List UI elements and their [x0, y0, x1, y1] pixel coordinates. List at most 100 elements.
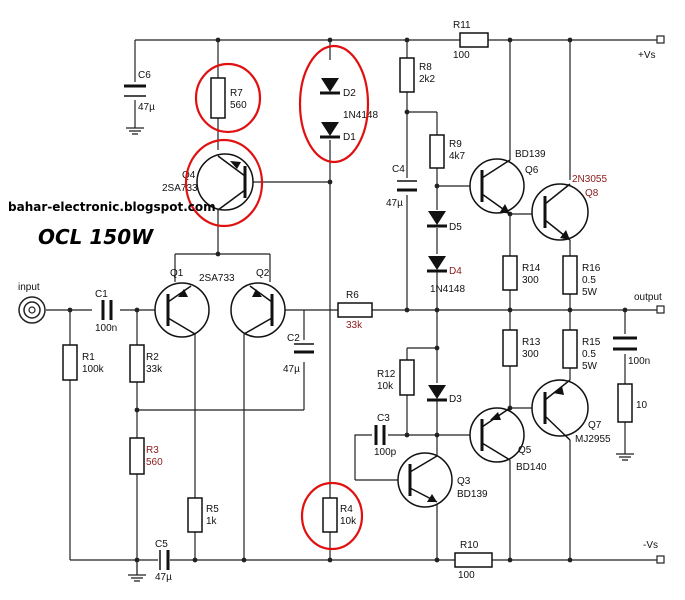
r12-name: R12 [377, 369, 396, 380]
r3-name: R3 [146, 445, 159, 456]
transistor-q6: BD139 Q6 [469, 149, 546, 215]
highlight-r4 [300, 481, 364, 551]
resistor-r12: R12 10k [377, 359, 415, 396]
diode-d5: D5 [427, 211, 462, 233]
r1-name: R1 [82, 352, 95, 363]
zobel-c-value: 100n [628, 356, 650, 367]
resistor-r13: R13 300 [502, 329, 541, 367]
c4-name: C4 [392, 164, 405, 175]
c3-value: 100p [374, 447, 397, 458]
input-label: input [18, 282, 40, 293]
q1-name: Q1 [170, 268, 184, 279]
q4-name: Q4 [182, 170, 196, 181]
resistor-r3: R3 560 [129, 437, 163, 475]
d5-name: D5 [449, 222, 462, 233]
r7-value: 560 [230, 100, 247, 111]
diode-d3: D3 [427, 385, 462, 405]
r4-name: R4 [340, 504, 353, 515]
diode-d2: D2 [320, 78, 356, 99]
capacitor-c5: C5 47µ [140, 539, 172, 583]
c1-name: C1 [95, 289, 108, 300]
q7-part: MJ2955 [575, 434, 611, 445]
q3-base-wire [354, 434, 400, 481]
c1-value: 100n [95, 323, 117, 334]
r1-value: 100k [82, 364, 105, 375]
r2-name: R2 [146, 352, 159, 363]
highlight-q4 [184, 138, 264, 228]
d2-name: D2 [343, 88, 356, 99]
transistor-q7: Q7 MJ2955 [531, 379, 611, 445]
d4-name: D4 [449, 266, 462, 277]
output-terminals: +Vs output -Vs [634, 35, 665, 564]
c5-name: C5 [155, 539, 168, 550]
r16-value2: 5W [582, 287, 598, 298]
vminus-label: -Vs [643, 540, 658, 551]
c3-name: C3 [377, 413, 390, 424]
r6-value: 33k [346, 320, 363, 331]
r11-value: 100 [453, 50, 470, 61]
r12-wire [406, 347, 437, 435]
wires [46, 39, 657, 561]
d1-name: D1 [343, 132, 356, 143]
q8-name: Q8 [585, 188, 599, 199]
r5-value: 1k [206, 516, 218, 527]
resistor-r11: R11 100 [453, 20, 489, 61]
q7-name: Q7 [588, 420, 602, 431]
r15-name: R15 [582, 337, 601, 348]
r3-value: 560 [146, 457, 163, 468]
q4-column-wire [174, 40, 271, 282]
resistor-r2: R2 33k [129, 344, 163, 383]
resistor-r7: R7 560 [210, 77, 247, 119]
r13-value: 300 [522, 349, 539, 360]
r2-value: 33k [146, 364, 163, 375]
c6-name: C6 [138, 70, 151, 81]
transistor-q2: Q2 [230, 268, 286, 338]
highlight-diodes [298, 44, 370, 164]
transistor-q3: Q3 BD139 [397, 452, 488, 508]
resistor-r15: R15 0.5 5W [562, 329, 601, 372]
input-terminal: input [18, 282, 46, 324]
d4-part: 1N4148 [430, 284, 465, 295]
q8-part: 2N3055 [572, 174, 607, 185]
highlight-r7 [194, 62, 262, 134]
q3-name: Q3 [457, 476, 471, 487]
resistor-r14: R14 300 [502, 255, 541, 291]
r16-value: 0.5 [582, 275, 596, 286]
zobel-r-value: 10 [636, 400, 648, 411]
r7-name: R7 [230, 88, 243, 99]
resistor-zobel: 10 [617, 383, 648, 423]
q3-part: BD139 [457, 489, 488, 500]
resistor-r6: R6 33k [337, 290, 373, 331]
c6-value: 47µ [138, 102, 155, 113]
c2-feedback-wire [137, 310, 305, 411]
resistor-r5: R5 1k [187, 497, 219, 533]
r14-value: 300 [522, 275, 539, 286]
r5-name: R5 [206, 504, 219, 515]
r15-value: 0.5 [582, 349, 596, 360]
d3-name: D3 [449, 394, 462, 405]
capacitor-c2: C2 47µ [283, 333, 314, 375]
r9-name: R9 [449, 139, 462, 150]
transistor-q5: Q5 BD140 [469, 407, 547, 473]
r11-name: R11 [453, 20, 471, 31]
capacitor-c1: C1 100n [95, 289, 117, 334]
r9-value: 4k7 [449, 151, 466, 162]
capacitor-c4: C4 47µ [386, 164, 417, 209]
resistor-r16: R16 0.5 5W [562, 255, 601, 298]
r13-name: R13 [522, 337, 541, 348]
transistor-q8: 2N3055 Q8 [531, 174, 607, 241]
diode-d4: D4 1N4148 [427, 256, 465, 295]
transistor-q4: Q4 2SA733 [162, 153, 254, 211]
q4-part: 2SA733 [162, 183, 198, 194]
diode-d1: D1 [320, 122, 356, 143]
r10-value: 100 [458, 570, 475, 581]
r1-wire [69, 310, 140, 561]
resistor-r9: R9 4k7 [429, 134, 466, 169]
r8-name: R8 [419, 62, 432, 73]
c2-value: 47µ [283, 364, 300, 375]
capacitor-zobel: 100n [613, 336, 650, 367]
r16-name: R16 [582, 263, 601, 274]
r15-value2: 5W [582, 361, 598, 372]
